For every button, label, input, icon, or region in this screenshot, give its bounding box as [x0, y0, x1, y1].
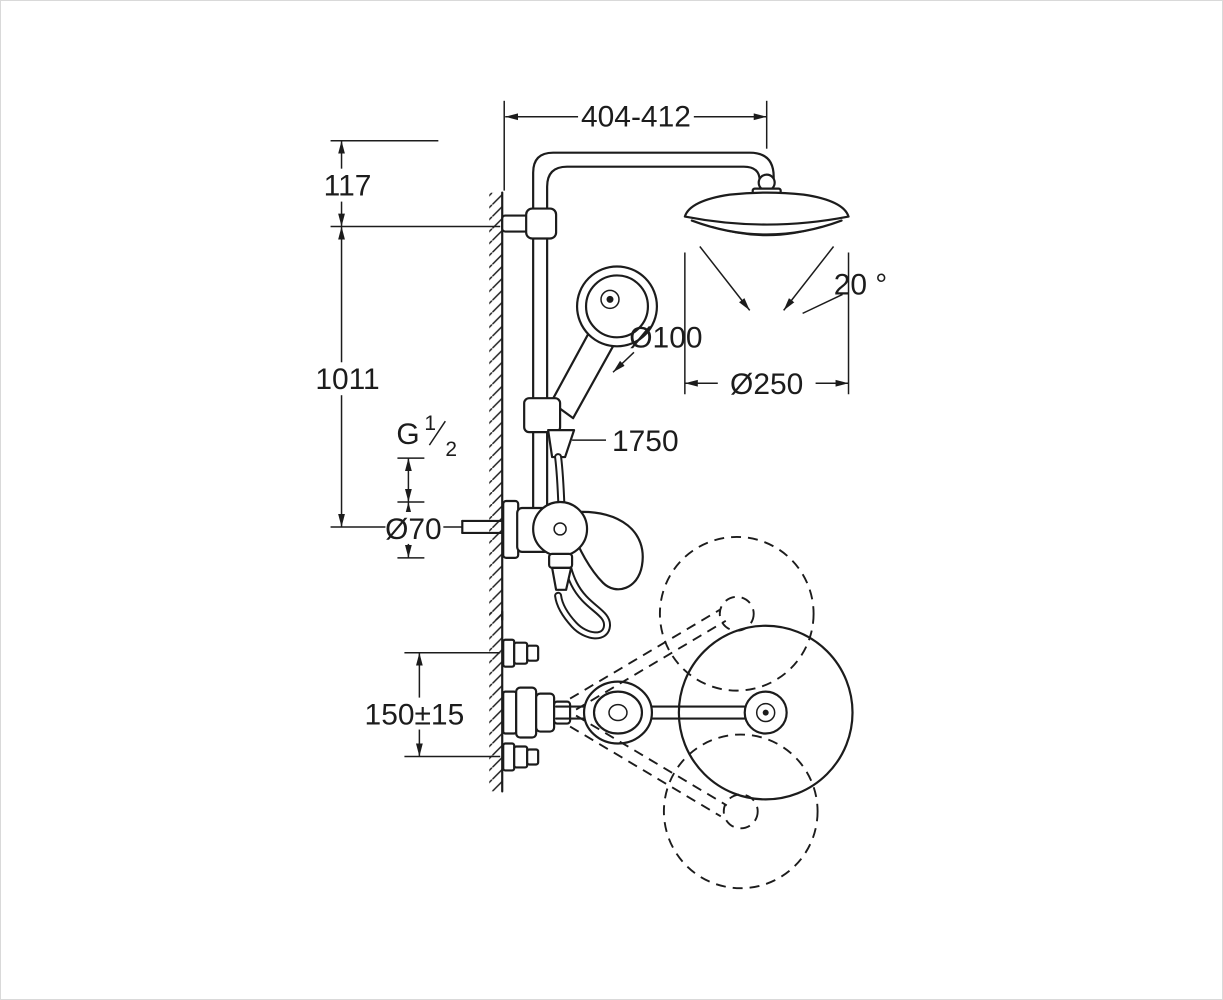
thread-prefix-label: G: [396, 418, 419, 451]
mixer-lever-handle: [571, 510, 644, 591]
swivel-hub-lower: [722, 793, 759, 830]
leader-hand-shower-diameter: [612, 351, 635, 373]
union-body: [513, 745, 529, 769]
hand-shower-top-ring: [592, 690, 644, 735]
mixer-valve-screw: [553, 522, 567, 536]
label-bg: [578, 99, 694, 133]
swivel-arm-lower-b: [569, 725, 722, 818]
glide-element: [523, 397, 562, 434]
height-label: 1011: [315, 363, 379, 396]
spray-line-left: [699, 246, 751, 311]
spray-angle-leader: [802, 293, 843, 315]
label-bg: [322, 168, 373, 202]
escutcheon-side: [502, 499, 520, 559]
union-escutcheon: [502, 638, 516, 668]
spray-line-right: [783, 246, 835, 311]
swivel-arm-upper-a: [575, 619, 727, 711]
spray-angle-lines: [699, 246, 843, 315]
label-bg: [385, 511, 444, 544]
label-bg: [717, 367, 816, 400]
shower-holder: [523, 397, 576, 459]
diverter-knob: [548, 552, 574, 569]
hose-length-label: 1750: [612, 425, 679, 458]
spray-angle-label: 20 °: [834, 268, 888, 301]
thread-numerator-label: 1: [424, 412, 436, 435]
wall-hatching-upper: [489, 192, 503, 620]
union-nut: [526, 748, 540, 766]
mixer-body-top-view: [515, 686, 538, 739]
width-range-label: 404-412: [581, 101, 691, 134]
pipe-outer-edge: [532, 151, 775, 510]
hand-shower: [550, 265, 659, 420]
union-body: [513, 641, 529, 665]
swivel-range: [569, 535, 819, 890]
shower-pipe: [532, 151, 775, 510]
hand-shower-hub: [600, 289, 620, 310]
mixer-neck-top-view: [553, 700, 572, 725]
hand-shower-hub-dot: [606, 295, 614, 303]
mixer-cartridge-top-view: [535, 692, 556, 733]
head-shower-face-detail: [711, 225, 822, 237]
head-shower-face: [690, 219, 843, 236]
thread-denominator-label: 2: [445, 438, 457, 461]
swivel-arm-lower-a: [575, 714, 728, 807]
union-escutcheon: [502, 742, 516, 772]
supply-center-distance-label: 150±15: [365, 699, 465, 732]
mixer-escutcheon-top-view: [502, 690, 518, 735]
top-view: [502, 535, 854, 890]
wall-upper: [489, 191, 504, 621]
hand-shower-face-ring: [584, 274, 650, 339]
supply-union-top: [502, 638, 540, 668]
head-shower-top-center: [762, 709, 769, 716]
mixer-side-view: [461, 499, 644, 591]
head-shower: [683, 173, 850, 237]
supply-union-bottom: [502, 742, 540, 772]
escutcheon-diameter-label: Ø70: [385, 513, 442, 546]
wall-bracket: [501, 207, 558, 240]
hose-nipple-cone: [547, 429, 576, 459]
label-bg: [367, 697, 462, 730]
swivel-position-upper: [658, 535, 815, 692]
dimension-labels: 404-412 117 1011 G 1 2 Ø70 Ø100 Ø250 20 …: [314, 99, 888, 732]
thread-label: G 1 2: [396, 412, 457, 461]
mixer-valve-body: [532, 500, 589, 557]
label-bg: [314, 362, 381, 396]
head-shower-diameter-label: Ø250: [730, 368, 803, 401]
bracket-clamp: [525, 207, 558, 240]
mixer-top-view: [502, 686, 572, 739]
head-shower-top-hub-ring: [755, 702, 776, 723]
union-nut: [526, 644, 540, 662]
hand-shower-top-view: [582, 680, 654, 745]
head-shower-top-view: [677, 624, 854, 801]
swivel-arm-upper-b: [569, 608, 721, 700]
wall-lower: [489, 610, 504, 793]
pipe-inner-edge: [546, 165, 761, 510]
hand-shower-top-hub: [608, 703, 628, 722]
swivel-hub-upper: [718, 595, 755, 632]
hose-outlet-cone: [551, 566, 573, 591]
hand-shower-head: [575, 265, 659, 348]
head-shower-body: [683, 191, 850, 226]
swivel-position-lower: [662, 733, 819, 890]
wall-hatching-lower: [489, 611, 503, 792]
hand-shower-diameter-label: Ø100: [629, 321, 702, 354]
top-offset-label: 117: [324, 170, 372, 203]
thread-fraction-slash: [428, 420, 446, 446]
bracket-arm: [501, 214, 530, 233]
